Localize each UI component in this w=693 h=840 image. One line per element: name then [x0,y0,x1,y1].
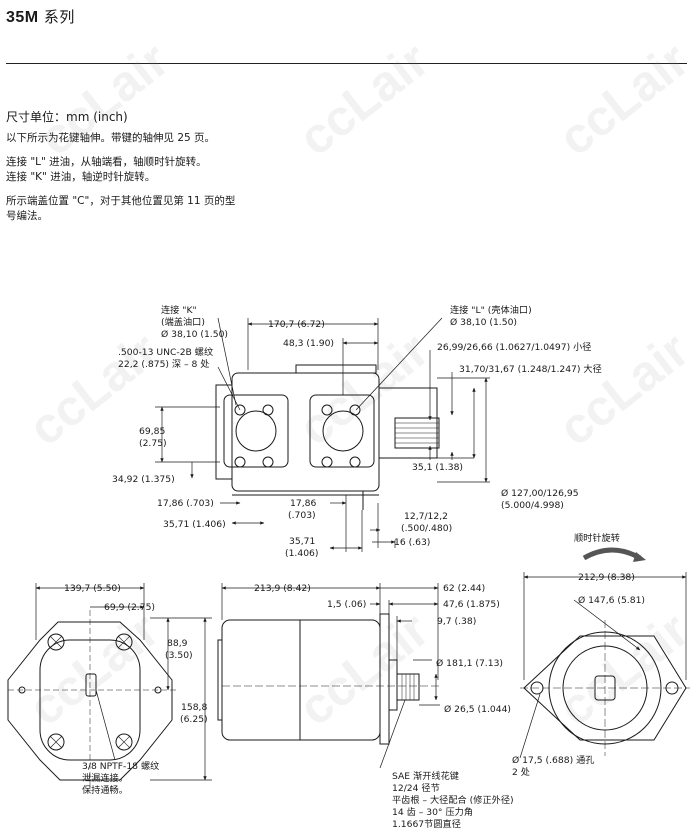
dim-35-1: 35,1 (1.38) [412,462,463,473]
dim-35-71-b: 35,71 [289,536,315,547]
dim-17-86-a: 17,86 (.703) [157,498,214,509]
rotation-note-l: 连接 "L" 进油，从轴端看，轴顺时针旋转。 [6,156,207,168]
dim-17-86-b: 17,86 [290,498,316,509]
top-view-labels: 连接 "K" (端盖油口) Ø 38,10 (1.50) .500-13 UNC… [112,304,620,559]
dim-17-86-b-in: (.703) [288,510,316,521]
drain-note-2: 保持通畅。 [82,784,128,796]
dim-47-6: 47,6 (1.875) [443,599,500,610]
dim-158-8: 158,8 [181,702,207,713]
dim-69-85-in: (2.75) [139,438,167,449]
mounting-hole: Ø 17,5 (.688) 通孔 [512,755,594,766]
dim-26-5: Ø 26,5 (1.044) [444,704,511,715]
thread-label: .500-13 UNC-2B 螺纹 [118,346,213,358]
rotation-note-k: 连接 "K" 进油，轴逆时针旋转。 [6,171,156,183]
dim-181-1: Ø 181,1 (7.13) [436,658,503,669]
drain-note-1: 泄漏连接。 [82,772,128,784]
front-view-labels: 212,9 (8.38) Ø 147,6 (5.81) Ø 17,5 (.688… [512,572,645,778]
left-view-labels: 139,7 (5.50) 69,9 (2.75) 88,9 (3.50) 158… [64,583,208,796]
side-view-pump [217,613,440,745]
thread-depth: 22,2 (.875) 深 – 8 处 [118,358,210,370]
rotation-arrow-icon [582,547,642,561]
spline-pitch-dia: 1.1667节圆直径 [392,818,461,830]
top-view-pump [215,364,440,510]
rotation-arrow-head-icon [633,552,646,562]
k-port-label: 连接 "K" [161,304,197,316]
dim-147-6: Ø 147,6 (5.81) [578,595,645,606]
spline-teeth: 14 齿 – 30° 压力角 [392,806,473,818]
front-view-dimensions [519,572,687,759]
dim-spline-major: 31,70/31,67 (1.248/1.247) 大径 [459,363,602,375]
dim-9-7: 9,7 (.38) [437,616,476,627]
spline-pitch: 12/24 径节 [392,782,440,794]
series-label: 系列 [43,8,75,26]
page-title: 35M 系列 [6,6,75,27]
dim-88-9-in: (3.50) [165,650,193,661]
dim-170: 170,7 (6.72) [268,319,325,330]
dim-212-9: 212,9 (8.38) [578,572,635,583]
dim-spline-minor: 26,99/26,66 (1.0627/1.0497) 小径 [437,341,591,353]
mounting-hole-count: 2 处 [512,766,530,778]
side-view-dimensions [221,583,440,769]
k-port-sub: (端盖油口) [161,316,205,328]
dim-127-in: (5.000/4.998) [501,500,564,511]
dim-158-8-in: (6.25) [180,714,208,725]
dim-213-9: 213,9 (8.42) [254,583,311,594]
cover-position-note: 所示端盖位置 "C"，对于其他位置见第 11 页的型号编法。 [6,195,236,222]
left-view-cover [7,610,176,790]
l-port-dia: Ø 38,10 (1.50) [450,317,517,328]
dim-62: 62 (2.44) [443,583,485,594]
dim-48: 48,3 (1.90) [283,338,334,349]
front-view-flange [520,620,690,756]
dim-139-7: 139,7 (5.50) [64,583,121,594]
dim-34-92: 34,92 (1.375) [112,474,175,485]
dim-16: 16 (.63) [394,537,430,548]
left-view-dimensions [35,583,212,781]
dim-1-5: 1,5 (.06) [327,599,366,610]
model-number: 35M [6,9,39,26]
top-view-dimensions [155,317,490,552]
drain-thread: 3/8 NPTF-18 螺纹 [82,760,159,772]
dim-35-71-a: 35,71 (1.406) [163,519,226,530]
dim-69-85: 69,85 [139,426,165,437]
dim-12-7-in: (.500/.480) [401,523,452,534]
header-divider [6,63,687,64]
l-port-label: 连接 "L" (壳体油口) [450,304,532,316]
k-port-dia: Ø 38,10 (1.50) [161,329,228,340]
dim-35-71-b-in: (1.406) [285,548,318,559]
spline-fit: 平齿根 – 大径配合 (修正外径) [392,794,514,806]
dim-69-9: 69,9 (2.75) [104,602,155,613]
intro-text: 尺寸单位：mm (inch) 以下所示为花键轴伸。带键的轴伸见 25 页。 连接… [6,110,236,233]
rotation-label: 顺时针旋转 [574,532,620,544]
dim-12-7: 12,7/12,2 [404,511,448,522]
rotation-note: 连接 "L" 进油，从轴端看，轴顺时针旋转。 连接 "K" 进油，轴逆时针旋转。 [6,155,236,185]
dim-88-9: 88,9 [167,638,188,649]
dim-127: Ø 127,00/126,95 [501,488,579,499]
unit-label: 尺寸单位：mm (inch) [6,110,128,124]
spline-note: 以下所示为花键轴伸。带键的轴伸见 25 页。 [6,132,216,144]
spline-label: SAE 渐开线花键 [392,770,459,782]
side-view-labels: 213,9 (8.42) 62 (2.44) 1,5 (.06) 47,6 (1… [254,583,514,830]
